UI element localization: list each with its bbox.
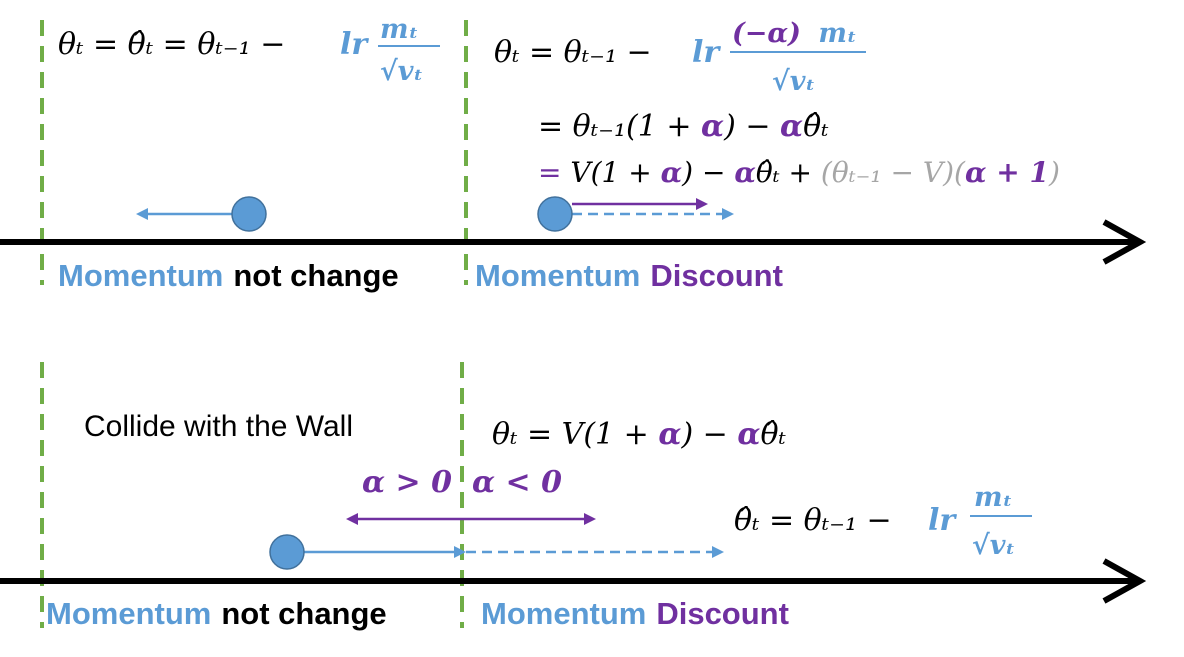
top-left-denominator: √vₜ	[380, 56, 423, 87]
top-left-ball	[231, 196, 267, 232]
alpha-range-arrowhead-left	[346, 513, 358, 525]
top-right-lr: lr	[692, 35, 721, 70]
bottom-theta-equation: θₜ = V(1 + α) − αθ̂ₜ	[492, 417, 787, 452]
top-right-numerator-alpha: (−α)	[732, 18, 801, 49]
top-right-equation-3: = V(1 + α) − αθ̂ₜ + (θₜ₋₁ − V)(α + 1)	[538, 156, 1060, 189]
collide-label: Collide with the Wall	[84, 410, 353, 443]
bottom-hat-lr: lr	[928, 503, 957, 538]
bottom-hat-numerator: mₜ	[974, 482, 1013, 513]
top-right-denominator: √vₜ	[772, 66, 815, 97]
top-right-discount-arrowhead	[696, 198, 708, 210]
top-right-equation-1: θₜ = θₜ₋₁ −	[494, 35, 652, 70]
top-left-equation: θₜ = θ̂ₜ = θₜ₋₁ −	[58, 27, 285, 62]
bottom-velocity-arrowhead	[454, 546, 466, 558]
top-right-numerator: (−α) mₜ	[732, 18, 857, 49]
bottom-axis-arrowhead	[1102, 558, 1147, 604]
bottom-hat-equation: θ̂ₜ = θₜ₋₁ −	[734, 503, 892, 538]
bottom-hat-denominator: √vₜ	[972, 530, 1015, 561]
alpha-positive-label: α > 0	[362, 465, 452, 500]
top-axis-arrowhead	[1102, 219, 1147, 265]
top-right-equation-2: = θₜ₋₁(1 + α) − αθ̂ₜ	[538, 109, 829, 144]
top-right-ball	[537, 196, 573, 232]
top-left-velocity-arrowhead	[136, 208, 148, 220]
alpha-range-arrowhead-right	[584, 513, 596, 525]
top-right-numerator-m: mₜ	[818, 18, 857, 49]
bottom-ball	[269, 534, 305, 570]
top-left-lr: lr	[340, 27, 369, 62]
bottom-dashed-arrowhead	[712, 546, 724, 558]
alpha-negative-label: α < 0	[472, 465, 562, 500]
top-right-dashed-arrowhead	[722, 208, 734, 220]
top-left-numerator: mₜ	[380, 14, 419, 45]
